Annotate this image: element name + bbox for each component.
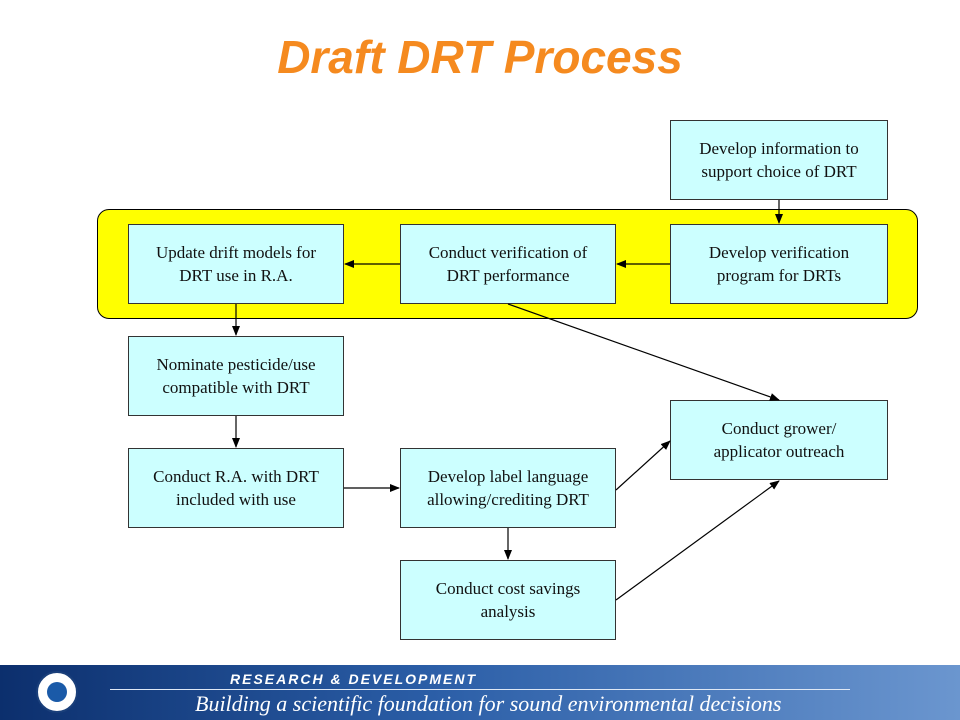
node-label: Nominate pesticide/use compatible with D… xyxy=(156,355,316,397)
footer-divider xyxy=(110,689,850,690)
footer-bar: RESEARCH & DEVELOPMENT Building a scient… xyxy=(0,665,960,720)
node-label: Update drift models for DRT use in R.A. xyxy=(155,243,317,285)
node-develop-label: Develop label language allowing/creditin… xyxy=(400,448,616,528)
node-outreach: Conduct grower/ applicator outreach xyxy=(670,400,888,480)
node-label: Develop verification program for DRTs xyxy=(708,243,850,285)
page-title: Draft DRT Process xyxy=(277,31,683,83)
node-label: Conduct grower/ applicator outreach xyxy=(713,419,845,461)
node-develop-verification: Develop verification program for DRTs xyxy=(670,224,888,304)
arrow-verification-to-outreach xyxy=(507,303,780,401)
node-cost-savings: Conduct cost savings analysis xyxy=(400,560,616,640)
epa-seal-icon xyxy=(36,671,78,713)
node-label: Conduct R.A. with DRT included with use xyxy=(153,467,319,509)
footer-heading: RESEARCH & DEVELOPMENT xyxy=(230,671,478,687)
footer-tagline: Building a scientific foundation for sou… xyxy=(195,691,782,716)
node-label: Develop label language allowing/creditin… xyxy=(427,467,589,509)
node-label: Conduct verification of DRT performance xyxy=(428,243,588,285)
node-nominate: Nominate pesticide/use compatible with D… xyxy=(128,336,344,416)
node-conduct-ra: Conduct R.A. with DRT included with use xyxy=(128,448,344,528)
arrow-cost-to-outreach xyxy=(615,480,780,601)
node-label: Conduct cost savings analysis xyxy=(435,579,581,621)
arrow-label-to-outreach xyxy=(615,440,671,491)
node-update-models: Update drift models for DRT use in R.A. xyxy=(128,224,344,304)
node-develop-info: Develop information to support choice of… xyxy=(670,120,888,200)
node-conduct-verification: Conduct verification of DRT performance xyxy=(400,224,616,304)
node-label: Develop information to support choice of… xyxy=(699,139,859,181)
